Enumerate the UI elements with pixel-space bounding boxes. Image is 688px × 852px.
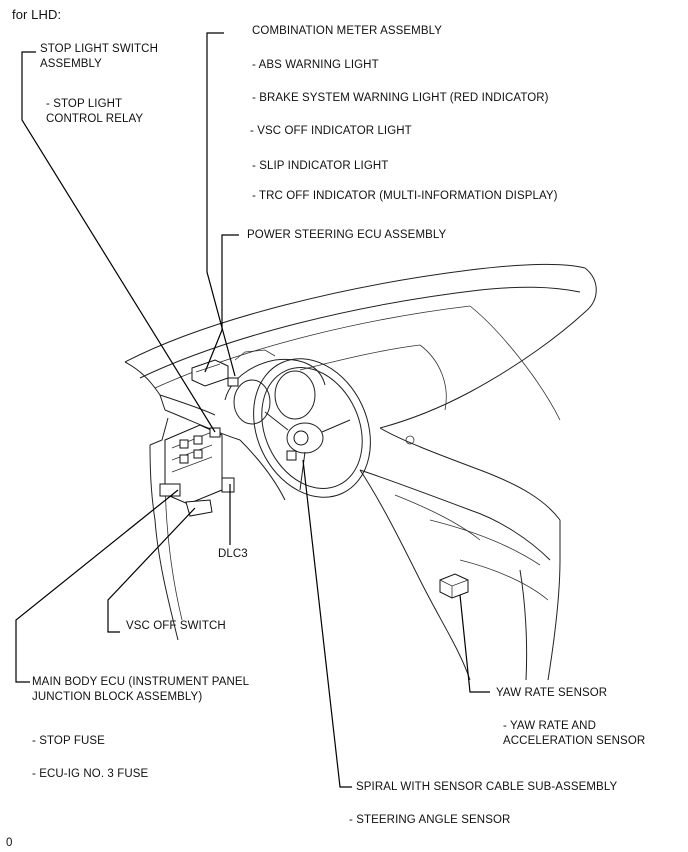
spiral-cable-label: SPIRAL WITH SENSOR CABLE SUB-ASSEMBLY bbox=[356, 781, 618, 793]
stop-light-switch-label: STOP LIGHT SWITCH ASSEMBLY bbox=[40, 43, 158, 70]
vsc-off-switch-label: VSC OFF SWITCH bbox=[126, 620, 226, 632]
abs-warning-label: - ABS WARNING LIGHT bbox=[252, 59, 379, 71]
vsc-off-indicator-label: - VSC OFF INDICATOR LIGHT bbox=[250, 125, 412, 137]
combination-meter-label: COMBINATION METER ASSEMBLY bbox=[252, 25, 443, 37]
stop-light-relay-label: - STOP LIGHT CONTROL RELAY bbox=[46, 98, 144, 125]
yaw-accel-sensor-label: - YAW RATE AND ACCELERATION SENSOR bbox=[503, 720, 646, 747]
power-steering-ecu-label: POWER STEERING ECU ASSEMBLY bbox=[247, 229, 447, 241]
stop-fuse-label: - STOP FUSE bbox=[32, 735, 105, 747]
main-body-ecu-label: MAIN BODY ECU (INSTRUMENT PANEL JUNCTION… bbox=[32, 676, 250, 703]
footer-code: 0 bbox=[6, 837, 13, 849]
leader-lines bbox=[15, 32, 490, 788]
dlc3-label: DLC3 bbox=[218, 548, 248, 560]
page-header: for LHD: bbox=[12, 7, 62, 22]
combination-meter-drawing bbox=[224, 349, 326, 425]
dashboard-outline bbox=[124, 263, 597, 681]
steering-angle-sensor-label: - STEERING ANGLE SENSOR bbox=[349, 814, 511, 826]
yaw-rate-sensor-drawing bbox=[439, 573, 469, 599]
junction-block-drawing bbox=[159, 424, 235, 517]
steering-wheel bbox=[253, 358, 371, 498]
slip-indicator-label: - SLIP INDICATOR LIGHT bbox=[252, 160, 389, 172]
trc-off-indicator-label: - TRC OFF INDICATOR (MULTI-INFORMATION D… bbox=[252, 190, 558, 202]
yaw-rate-sensor-label: YAW RATE SENSOR bbox=[496, 687, 608, 699]
ecu-ig-fuse-label: - ECU-IG NO. 3 FUSE bbox=[32, 768, 149, 780]
power-steering-ecu-drawing bbox=[191, 359, 229, 387]
brake-warning-label: - BRAKE SYSTEM WARNING LIGHT (RED INDICA… bbox=[252, 92, 549, 104]
